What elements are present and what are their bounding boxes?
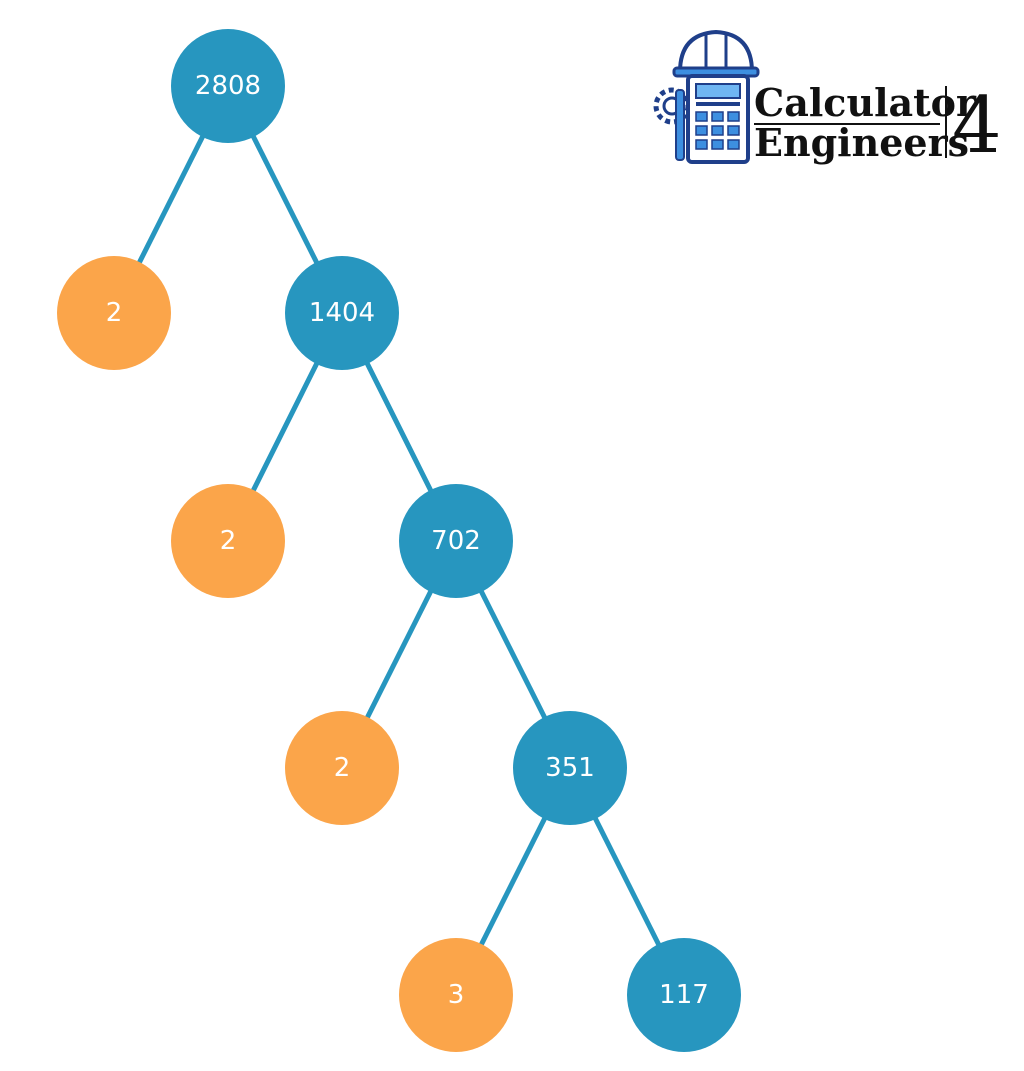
node-circle [285, 256, 399, 370]
prime-factor-node: 3 [399, 938, 513, 1052]
node-label: 2808 [195, 71, 261, 101]
prime-factor-node: 2 [57, 256, 171, 370]
logo-number: 4 [952, 81, 1000, 170]
logo-word-engineers: Engineers [754, 120, 969, 165]
node-circle [627, 938, 741, 1052]
calculator-engineers-logo: Calculator Engineers 4 [653, 29, 1000, 170]
node-label: 117 [659, 980, 709, 1010]
prime-factor-node: 2 [171, 484, 285, 598]
node-label: 1404 [309, 298, 375, 328]
node-label: 702 [431, 526, 481, 556]
node-circle [57, 256, 171, 370]
node-label: 2 [220, 526, 237, 556]
node-circle [399, 938, 513, 1052]
node-circle [513, 711, 627, 825]
node-label: 2 [106, 298, 123, 328]
tree-nodes: 2808 2 1404 2 702 2 351 3 117 [57, 29, 741, 1052]
prime-factor-node: 2 [285, 711, 399, 825]
composite-node: 2808 [171, 29, 285, 143]
logo-word-calculator: Calculator [754, 80, 977, 125]
composite-node: 117 [627, 938, 741, 1052]
composite-node: 351 [513, 711, 627, 825]
node-label: 3 [448, 980, 465, 1010]
composite-node: 702 [399, 484, 513, 598]
node-circle [285, 711, 399, 825]
node-circle [171, 484, 285, 598]
node-circle [171, 29, 285, 143]
node-label: 2 [334, 753, 351, 783]
calculator-engineer-icon [653, 29, 760, 164]
node-circle [399, 484, 513, 598]
node-label: 351 [545, 753, 595, 783]
composite-node: 1404 [285, 256, 399, 370]
